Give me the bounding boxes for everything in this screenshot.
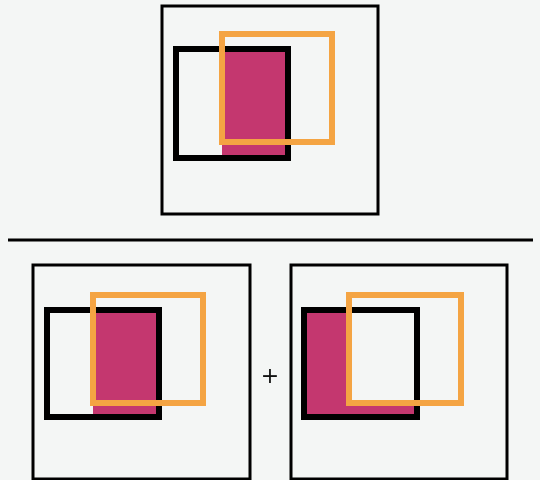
bottom-left-black-square: [44, 307, 162, 420]
bottom-left-panel: [31, 263, 252, 480]
bottom-right-black-square: [301, 307, 420, 420]
bottom-left-panel-frame: [31, 263, 252, 480]
top-panel-frame: [160, 4, 380, 216]
plus-sign: +: [261, 364, 279, 389]
bottom-right-panel: [289, 263, 509, 480]
bottom-right-orange-square: [346, 292, 464, 406]
top-panel: [160, 4, 380, 216]
bottom-left-intersection-fill: [93, 310, 159, 417]
top-black-square: [173, 46, 291, 161]
bottom-right-panel-frame: [289, 263, 509, 480]
bottom-left-orange-square: [90, 292, 206, 406]
top-orange-square: [219, 31, 335, 145]
